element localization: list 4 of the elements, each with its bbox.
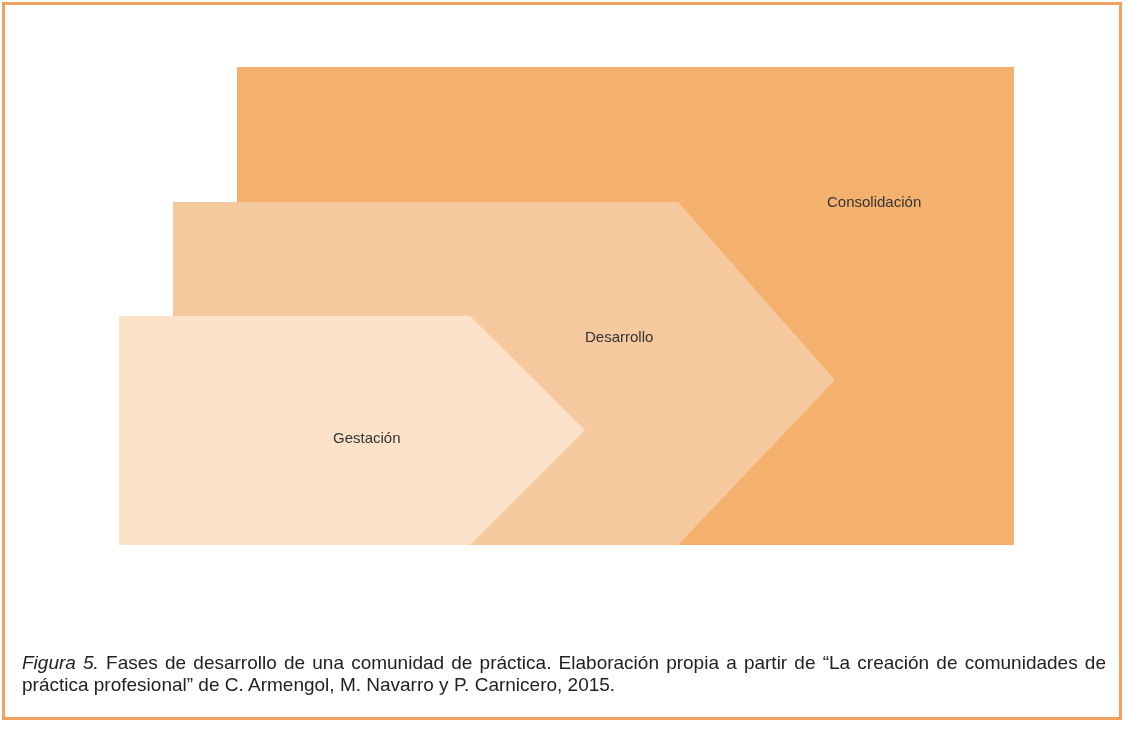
phase-label: Gestación (333, 428, 401, 448)
phase-label: Desarrollo (585, 327, 654, 347)
figure-caption: Figura 5. Fases de desarrollo de una comunidad de práctica. Elaboración propia a partir de “La creación de comunidades de práctica profesional” de C. Armengol, M. Navarro y P. Carnicero, 2015. (22, 652, 1106, 696)
phase-label: Consolidación (827, 192, 922, 212)
